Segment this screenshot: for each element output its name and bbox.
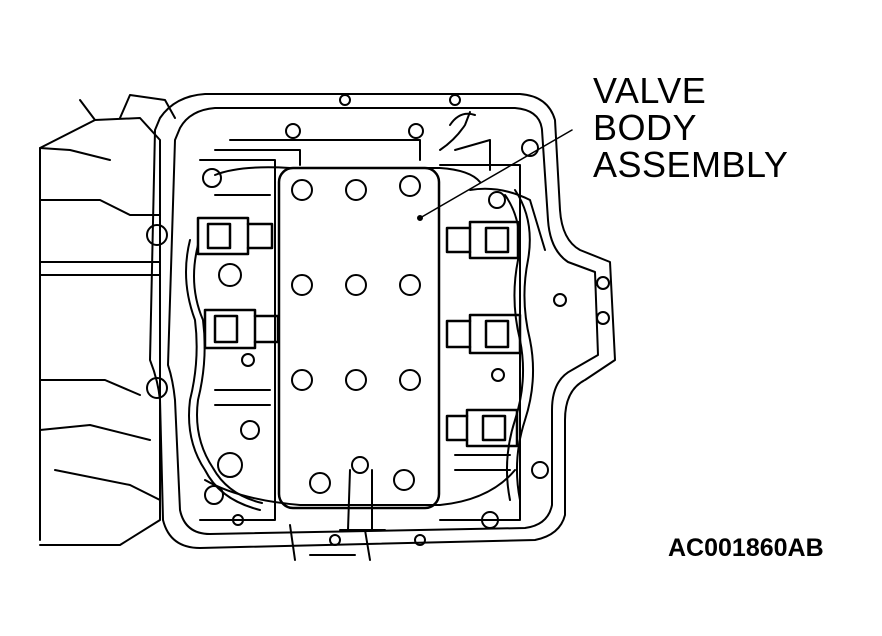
callout-leader-line bbox=[419, 129, 573, 219]
solenoid-connector-left-upper bbox=[196, 216, 274, 256]
callout-line-3: ASSEMBLY bbox=[593, 144, 789, 185]
callout-label: VALVE BODY ASSEMBLY bbox=[593, 72, 788, 183]
solenoid-connector-right-2 bbox=[445, 313, 522, 355]
valve-body-side-left bbox=[185, 139, 421, 521]
callout-line-2: BODY bbox=[593, 107, 698, 148]
transmission-case-left bbox=[39, 94, 176, 546]
case-flange bbox=[146, 93, 616, 561]
wire-harness bbox=[204, 111, 516, 506]
callout-line-1: VALVE bbox=[593, 70, 707, 111]
figure-code: AC001860AB bbox=[668, 534, 824, 562]
callout-leader-dot bbox=[417, 215, 423, 221]
solenoid-connector-right-1 bbox=[445, 220, 520, 260]
solenoid-connector-right-3 bbox=[445, 408, 519, 448]
solenoid-connector-left-lower bbox=[203, 308, 280, 350]
valve-body-plate bbox=[277, 166, 441, 531]
